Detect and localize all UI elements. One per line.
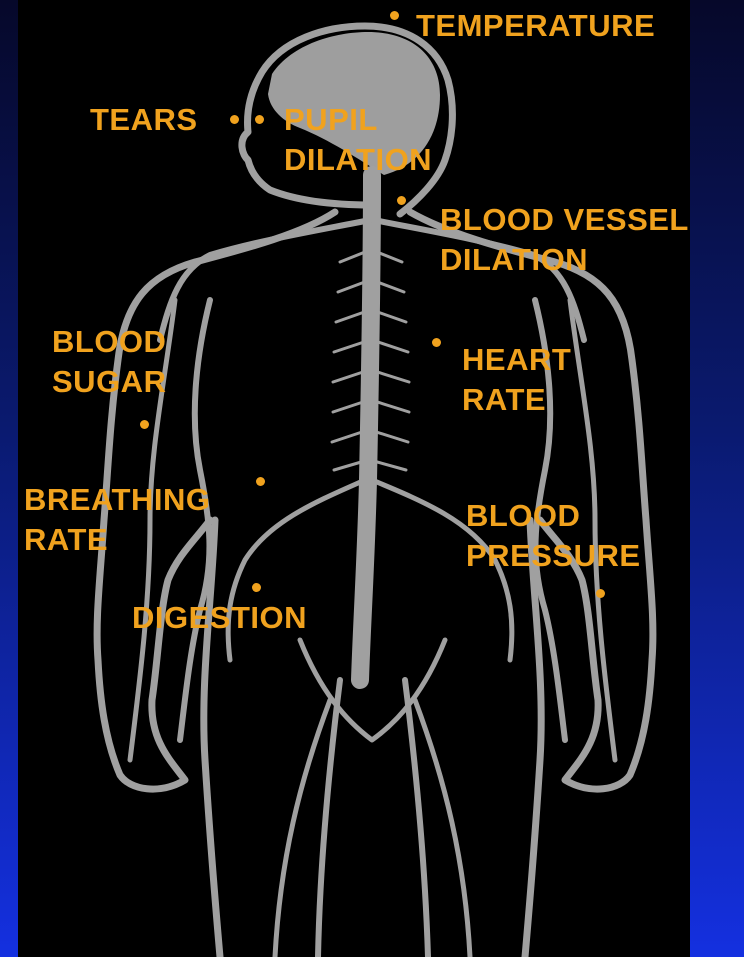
- temperature-label: TEMPERATURE: [416, 6, 655, 46]
- pupil-label-line2: DILATION: [284, 140, 432, 180]
- pupil-dot: [255, 115, 264, 124]
- digestion-dot: [252, 583, 261, 592]
- sugar-dot: [140, 420, 149, 429]
- heart-dot: [432, 338, 441, 347]
- pressure-label-line1: BLOOD: [466, 496, 580, 536]
- sugar-label-line1: BLOOD: [52, 322, 166, 362]
- temperature-dot: [390, 11, 399, 20]
- heart-label-line1: HEART: [462, 340, 571, 380]
- tears-dot: [230, 115, 239, 124]
- pressure-dot: [596, 589, 605, 598]
- pressure-label-line2: PRESSURE: [466, 536, 641, 576]
- vessel-label-line1: BLOOD VESSEL: [440, 200, 689, 240]
- breathing-label-line1: BREATHING: [24, 480, 210, 520]
- breathing-label-line2: RATE: [24, 520, 108, 560]
- vessel-dot: [397, 196, 406, 205]
- pupil-label-line1: PUPIL: [284, 100, 378, 140]
- sugar-label-line2: SUGAR: [52, 362, 166, 402]
- digestion-label: DIGESTION: [132, 598, 307, 638]
- vessel-label-line2: DILATION: [440, 240, 588, 280]
- breathing-dot: [256, 477, 265, 486]
- heart-label-line2: RATE: [462, 380, 546, 420]
- tears-label: TEARS: [90, 100, 198, 140]
